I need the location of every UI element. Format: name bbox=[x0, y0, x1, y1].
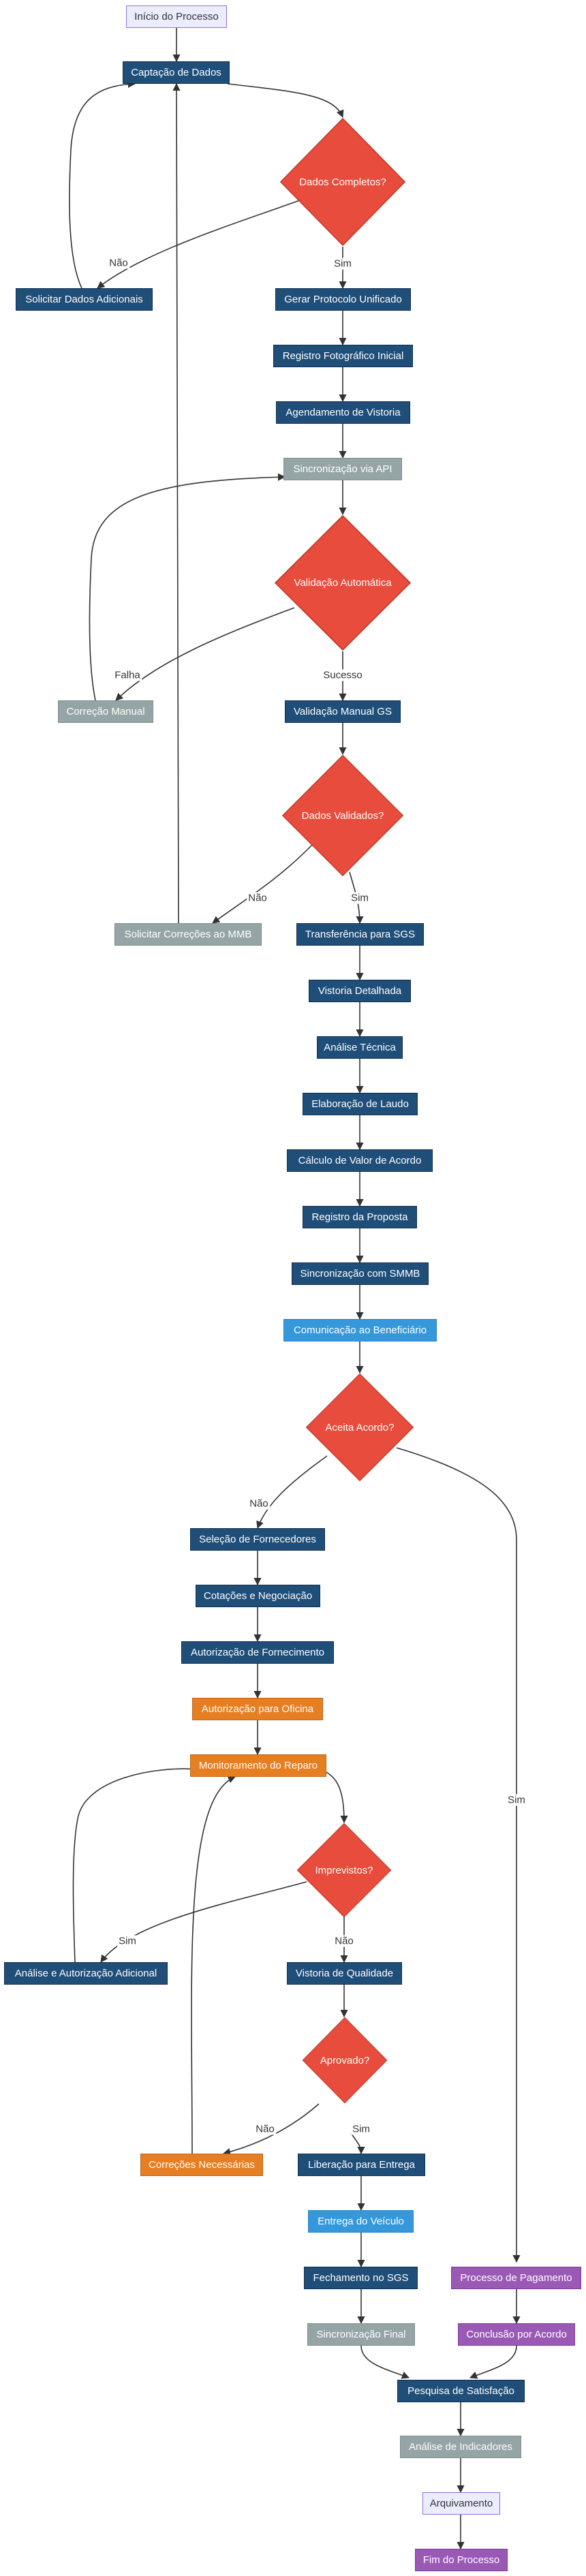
edge-correcoes-monitoramento bbox=[191, 1775, 236, 2154]
node-analise-autorizacao[interactable]: Análise e Autorização Adicional bbox=[4, 1962, 168, 1985]
node-sincronizacao-api[interactable]: Sincronização via API bbox=[283, 458, 402, 480]
node-pesquisa-satisfacao[interactable]: Pesquisa de Satisfação bbox=[397, 2380, 525, 2402]
decision-diamond-shape bbox=[296, 1822, 392, 1918]
node-sincronizacao-smmb[interactable]: Sincronização com SMMB bbox=[292, 1262, 429, 1285]
node-liberacao-entrega[interactable]: Liberação para Entrega bbox=[298, 2154, 425, 2176]
edge-label-nao: Não bbox=[247, 892, 268, 904]
decision-dados-completos[interactable]: Dados Completos? bbox=[279, 117, 406, 247]
decision-diamond-shape bbox=[302, 2017, 388, 2104]
node-sincronizacao-final[interactable]: Sincronização Final bbox=[307, 2323, 415, 2346]
edge-label-nao: Não bbox=[333, 1935, 355, 1947]
node-comunicacao[interactable]: Comunicação ao Beneficiário bbox=[283, 1319, 437, 1341]
edge-label-sucesso: Sucesso bbox=[322, 669, 364, 681]
edge-aprovado-liberacao bbox=[350, 2132, 365, 2155]
node-arquivamento[interactable]: Arquivamento bbox=[422, 2492, 500, 2515]
node-vistoria-detalhada[interactable]: Vistoria Detalhada bbox=[309, 980, 411, 1002]
decision-aprovado[interactable]: Aprovado? bbox=[302, 2017, 388, 2104]
node-fechamento-sgs[interactable]: Fechamento no SGS bbox=[304, 2267, 418, 2289]
node-analise-indicadores[interactable]: Análise de Indicadores bbox=[400, 2436, 521, 2458]
edge-label-sim: Sim bbox=[506, 1794, 527, 1806]
decision-aceita-acordo[interactable]: Aceita Acordo? bbox=[305, 1373, 414, 1482]
node-calculo-valor[interactable]: Cálculo de Valor de Acordo bbox=[287, 1149, 433, 1172]
edge-validacao-correcao bbox=[115, 607, 295, 701]
decision-label: Imprevistos? bbox=[315, 1864, 373, 1876]
node-vistoria-qualidade[interactable]: Vistoria de Qualidade bbox=[287, 1962, 402, 1985]
edge-imprevistos-analise bbox=[100, 1881, 307, 1963]
node-cotacoes[interactable]: Cotações e Negociação bbox=[196, 1585, 320, 1607]
node-conclusao-acordo[interactable]: Conclusão por Acordo bbox=[458, 2323, 575, 2346]
node-autorizacao-fornecimento[interactable]: Autorização de Fornecimento bbox=[181, 1641, 334, 1664]
decision-diamond-shape bbox=[281, 754, 404, 877]
edge-label-sim: Sim bbox=[351, 2123, 371, 2135]
node-validacao-manual[interactable]: Validação Manual GS bbox=[285, 700, 401, 723]
node-gerar-protocolo[interactable]: Gerar Protocolo Unificado bbox=[275, 288, 411, 311]
edge-captacao-decisao bbox=[227, 83, 344, 119]
edge-aceita-pagamento bbox=[396, 1447, 521, 2263]
node-processo-pagamento[interactable]: Processo de Pagamento bbox=[451, 2267, 581, 2289]
node-analise-tecnica[interactable]: Análise Técnica bbox=[317, 1036, 403, 1059]
decision-diamond-shape bbox=[305, 1373, 414, 1482]
edge-decisao-correcoes bbox=[212, 843, 314, 924]
node-solicitar-dados[interactable]: Solicitar Dados Adicionais bbox=[16, 288, 153, 311]
node-solicitar-correcoes[interactable]: Solicitar Correções ao MMB bbox=[114, 923, 262, 946]
node-autorizacao-oficina[interactable]: Autorização para Oficina bbox=[192, 1698, 323, 1720]
node-fim[interactable]: Fim do Processo bbox=[415, 2549, 508, 2571]
edge-label-nao: Não bbox=[248, 1498, 270, 1510]
edge-conclusao-pesquisa bbox=[469, 2345, 517, 2379]
node-registro-foto[interactable]: Registro Fotográfico Inicial bbox=[273, 345, 413, 367]
decision-validacao-automatica[interactable]: Validação Automática bbox=[274, 514, 412, 651]
node-inicio[interactable]: Início do Processo bbox=[126, 5, 227, 28]
decision-diamond-shape bbox=[279, 117, 406, 247]
node-correcao-manual[interactable]: Correção Manual bbox=[58, 700, 153, 723]
decision-diamond-shape bbox=[274, 514, 412, 651]
edge-label-sim: Sim bbox=[117, 1935, 138, 1947]
edge-label-sim: Sim bbox=[333, 258, 353, 270]
edge-label-falha: Falha bbox=[113, 669, 142, 681]
node-monitoramento[interactable]: Monitoramento do Reparo bbox=[190, 1754, 326, 1777]
node-correcoes-necessarias[interactable]: Correções Necessárias bbox=[140, 2154, 263, 2176]
edge-aprovado-correcoes bbox=[222, 2103, 320, 2156]
decision-imprevistos[interactable]: Imprevistos? bbox=[296, 1822, 392, 1918]
edge-analise-monitoramento bbox=[72, 1765, 199, 1963]
node-transferencia[interactable]: Transferência para SGS bbox=[296, 923, 424, 946]
node-entrega-veiculo[interactable]: Entrega do Veículo bbox=[308, 2210, 414, 2233]
edge-label-nao: Não bbox=[254, 2123, 276, 2135]
node-elaboracao-laudo[interactable]: Elaboração de Laudo bbox=[303, 1093, 418, 1115]
edge-label-nao: Não bbox=[108, 257, 129, 269]
decision-label: Dados Completos? bbox=[299, 176, 386, 188]
node-captacao[interactable]: Captação de Dados bbox=[123, 61, 230, 84]
decision-label: Validação Automática bbox=[294, 577, 392, 589]
decision-label: Aceita Acordo? bbox=[325, 1421, 395, 1433]
edge-correcao-api bbox=[89, 473, 286, 701]
decision-dados-validados[interactable]: Dados Validados? bbox=[281, 754, 404, 877]
edge-decisao-solicitar bbox=[97, 200, 300, 289]
decision-label: Dados Validados? bbox=[301, 809, 384, 822]
decision-label: Aprovado? bbox=[320, 2054, 370, 2066]
edge-correcoes-captacao bbox=[172, 82, 181, 924]
edge-sincronizacao-pesquisa bbox=[360, 2345, 410, 2379]
node-registro-proposta[interactable]: Registro da Proposta bbox=[303, 1206, 417, 1228]
edge-solicitar-captacao bbox=[69, 80, 136, 289]
edge-label-sim: Sim bbox=[350, 892, 370, 904]
edge-aceita-selecao bbox=[256, 1455, 328, 1530]
node-agendamento[interactable]: Agendamento de Vistoria bbox=[276, 401, 410, 424]
node-selecao-fornecedores[interactable]: Seleção de Fornecedores bbox=[190, 1528, 325, 1551]
